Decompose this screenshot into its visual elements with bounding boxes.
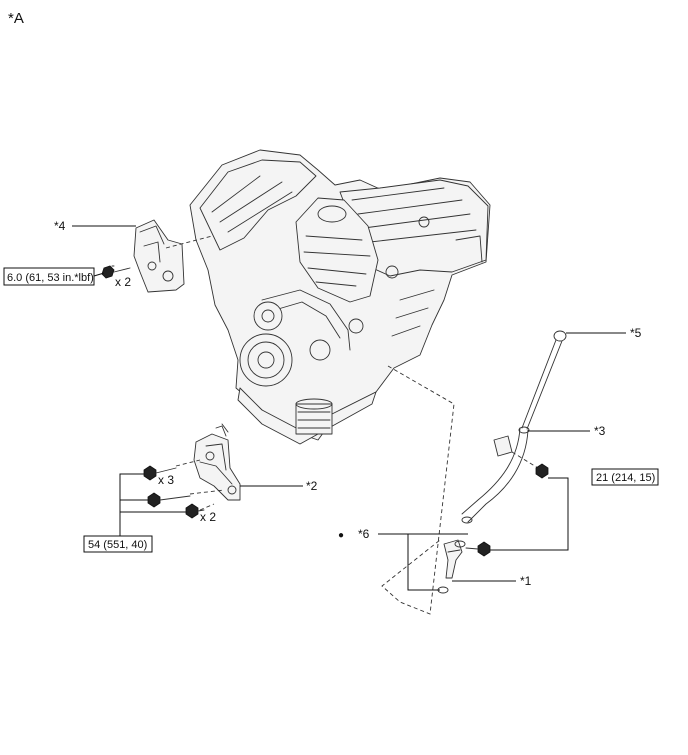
torque-box-bottom: 54 (551, 40): [83, 535, 153, 553]
qty-bracket-bolts-2: x 2: [200, 510, 216, 524]
bracket-bolt-guide-3: [199, 503, 215, 511]
bolt-icon: [465, 541, 491, 557]
callout-2: *2: [306, 479, 318, 493]
bolt-icon: [101, 265, 131, 279]
figure-label: *A: [8, 10, 24, 27]
engine-assembly-icon: [189, 149, 491, 445]
torque-box-right: 21 (214, 15): [591, 468, 659, 486]
bolt-icon: [143, 465, 177, 481]
leader-right-torque: [490, 477, 569, 551]
qty-bracket-bolts-3: x 3: [158, 473, 174, 487]
callout-3: *3: [594, 424, 606, 438]
torque-bottom-text: 54 (551, 40): [88, 539, 147, 551]
leader-left-torque: [93, 272, 105, 277]
engine-hanger-icon: [133, 219, 185, 293]
torque-box-left: 6.0 (61, 53 in.*lbf): [3, 267, 95, 286]
o-ring-icon: [461, 516, 473, 524]
bolt-icon: [535, 463, 549, 479]
leader-c6-lower: [407, 534, 440, 591]
callout-1: *1: [520, 574, 532, 588]
torque-right-text: 21 (214, 15): [596, 472, 655, 484]
bolt-icon: [185, 503, 205, 519]
oil-level-gauge-guide-icon: [461, 426, 530, 523]
bracket-bolt-guide-2: [189, 489, 225, 495]
callout-4: *4: [54, 219, 66, 233]
bolt-icon: [147, 492, 191, 508]
callout-5: *5: [630, 326, 642, 340]
hanger-mount-guide: [165, 235, 213, 249]
bullet-marker: ●: [338, 530, 344, 541]
leader-bottom-torque: [119, 473, 186, 536]
torque-left-text: 6.0 (61, 53 in.*lbf): [7, 272, 94, 284]
qty-hanger-bolts: x 2: [115, 275, 131, 289]
guide-bolt-guide: [511, 451, 539, 469]
guide-location-outline: [381, 365, 455, 615]
oil-level-gauge-guide-icon: [443, 539, 466, 579]
oil-level-gauge-icon: [521, 330, 567, 430]
engine-mounting-bracket-icon: [193, 423, 241, 501]
callout-6: *6: [358, 527, 370, 541]
